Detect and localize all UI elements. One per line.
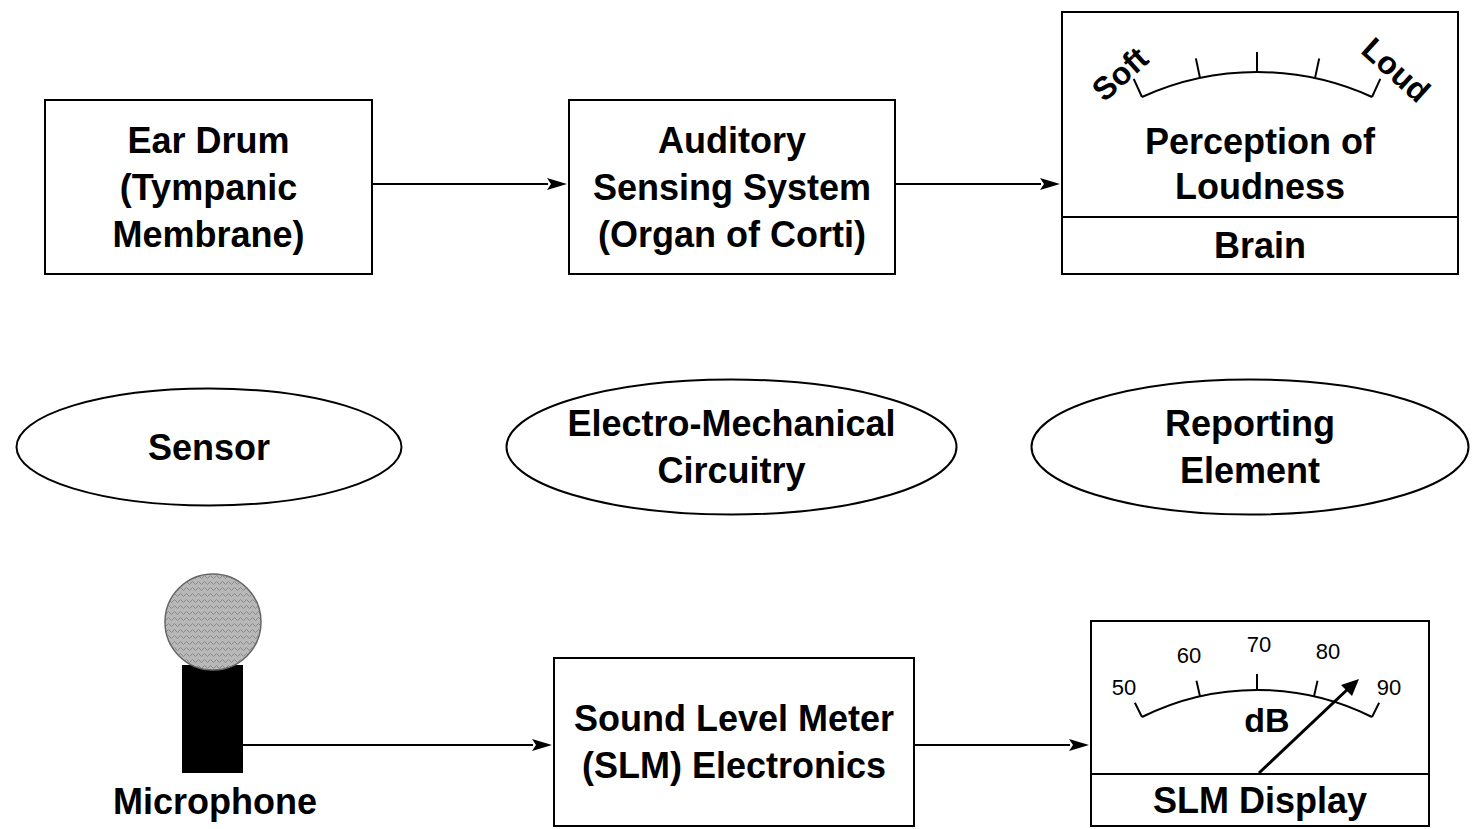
microphone-body <box>182 665 243 773</box>
arrow-head <box>1069 739 1089 751</box>
unit-label: dB <box>1244 701 1289 739</box>
node-label: Sound Level Meter (SLM) Electronics <box>564 695 904 789</box>
gauge-tick <box>1315 59 1319 79</box>
display-box: 50 60 70 80 90 dB SLM Display <box>1090 620 1430 827</box>
gauge-tick <box>1372 703 1379 717</box>
brain-box: Soft LoudPerception of LoudnessBrain <box>1061 11 1459 275</box>
gauge-tick <box>1256 674 1258 690</box>
node-label: Brain <box>1063 216 1457 273</box>
scale-number: 90 <box>1377 676 1401 700</box>
arrow-connector <box>896 178 1060 190</box>
needle-head <box>1341 679 1359 696</box>
ellipse-outline <box>505 378 958 516</box>
arrow-connector <box>915 739 1089 751</box>
gauge-tick <box>1372 79 1380 97</box>
gauge-tick <box>1196 58 1200 78</box>
gauge-arc <box>1142 72 1372 97</box>
arrow-connector <box>373 178 567 190</box>
scale-number: 50 <box>1112 676 1136 700</box>
ellipse-shape <box>507 380 957 515</box>
connector-line <box>243 744 533 746</box>
gauge-tick <box>1256 52 1258 72</box>
category-ellipse: Sensor <box>15 387 403 507</box>
electronics-box: Sound Level Meter (SLM) Electronics <box>553 657 915 827</box>
category-ellipse: Reporting Element <box>1030 378 1470 516</box>
arrow-head <box>532 739 552 751</box>
arrow-head <box>547 178 567 190</box>
scale-number: 80 <box>1316 640 1340 664</box>
microphone-node: Microphone <box>95 574 335 826</box>
microphone-head <box>165 574 261 670</box>
ellipse-shape <box>1032 380 1469 515</box>
connector-line <box>915 744 1070 746</box>
node-label: Perception of Loudness <box>1110 119 1410 209</box>
category-ellipse: Electro-Mechanical Circuitry <box>505 378 958 516</box>
gauge-tick <box>1314 681 1318 697</box>
ellipse-outline <box>1030 378 1470 516</box>
gauge-tick <box>1196 681 1200 697</box>
sensor-box: Ear Drum (Tympanic Membrane) <box>44 99 373 275</box>
scale-number: 60 <box>1177 644 1201 668</box>
process-box: Auditory Sensing System (Organ of Corti) <box>568 99 896 275</box>
node-label: Microphone <box>75 778 355 824</box>
connector-line <box>896 183 1041 185</box>
gauge-tick <box>1135 703 1142 717</box>
node-label: Electro-Mechanical Circuitry <box>552 400 912 494</box>
node-label: Auditory Sensing System (Organ of Corti) <box>587 117 877 258</box>
node-label: Sensor <box>148 424 270 471</box>
connector-line <box>373 183 548 185</box>
node-label: Ear Drum (Tympanic Membrane) <box>59 117 359 258</box>
ellipse-shape <box>17 389 402 506</box>
scale-number: 70 <box>1247 633 1271 657</box>
gauge-end-label: Soft <box>1085 40 1155 108</box>
node-label: Reporting Element <box>1120 400 1380 494</box>
arrow-connector <box>243 739 552 751</box>
gauge-end-label: Loud <box>1355 30 1437 109</box>
arrow-head <box>1040 178 1060 190</box>
node-label: SLM Display <box>1092 773 1428 825</box>
